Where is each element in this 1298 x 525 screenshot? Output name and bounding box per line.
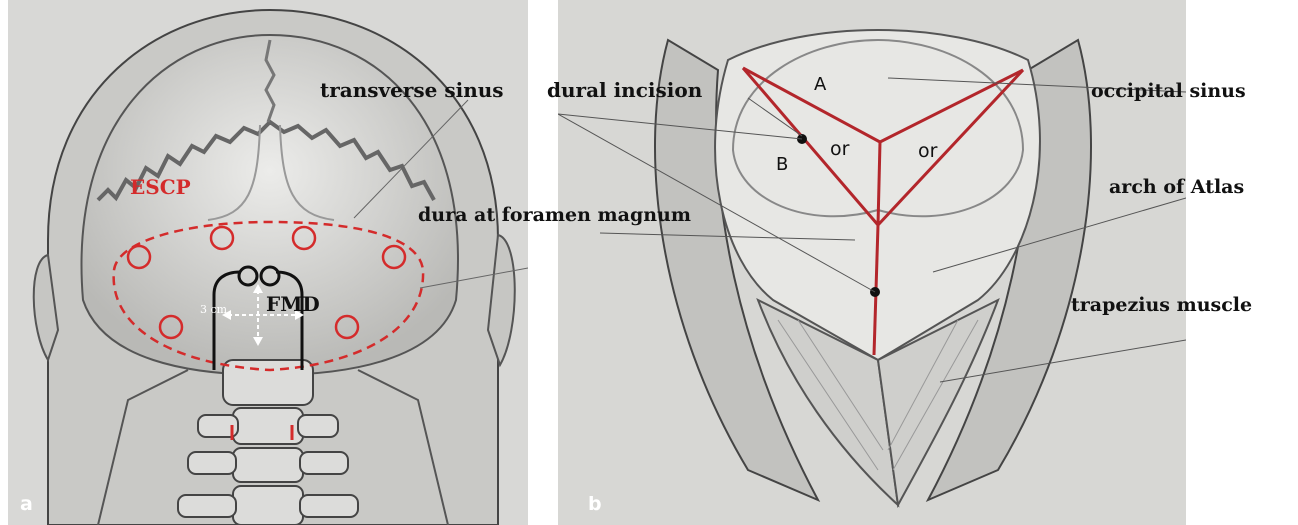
arch-of-atlas-label: arch of Atlas <box>1109 176 1244 198</box>
trapezius-muscle-label: trapezius muscle <box>1071 294 1252 316</box>
panel-b-letter: b <box>588 493 602 515</box>
panel-a-letter: a <box>20 493 33 515</box>
escp-label: ESCP <box>130 175 191 199</box>
measure-label: 3 cm <box>200 303 227 316</box>
point-b-label: B <box>776 154 788 175</box>
occipital-sinus-label: occipital sinus <box>1091 80 1246 102</box>
transverse-sinus-label: transverse sinus <box>320 78 504 102</box>
dural-incision-label: dural incision <box>547 78 702 102</box>
or-left-label: or <box>830 138 849 160</box>
dura-foramen-magnum-label: dura at foramen magnum <box>418 204 691 226</box>
point-a-label: A <box>814 74 826 95</box>
or-right-label: or <box>918 140 937 162</box>
fmd-label: FMD <box>266 292 320 316</box>
